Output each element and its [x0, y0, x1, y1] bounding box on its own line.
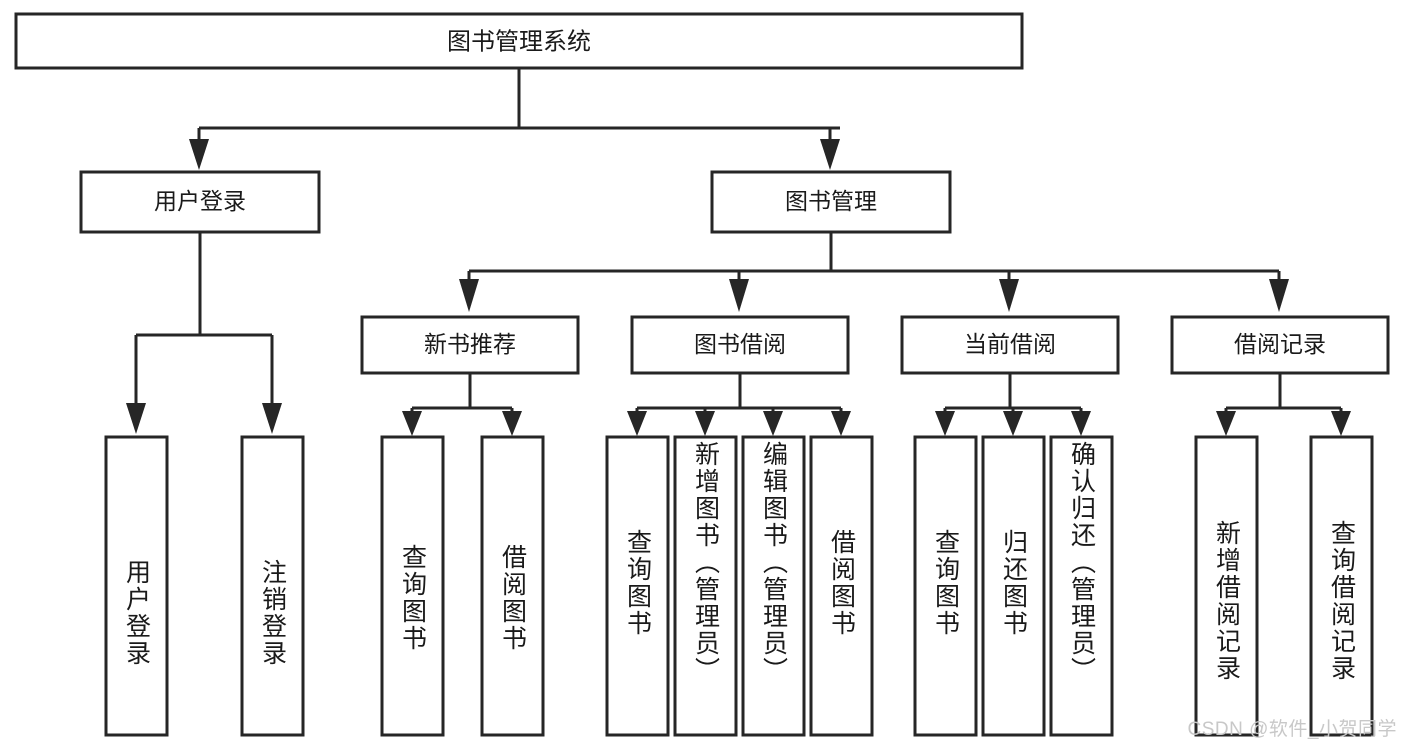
arrow-head-leaf-4: [502, 411, 522, 436]
leaf-box-1[interactable]: [104, 435, 169, 737]
leaf-box-3[interactable]: [380, 435, 445, 737]
node-box-current-borrow[interactable]: [900, 315, 1120, 375]
leaf-box-5[interactable]: [605, 435, 670, 737]
arrow-head-leaf-7: [763, 411, 783, 436]
node-box-book-borrow[interactable]: [630, 315, 850, 375]
node-box-book-manage[interactable]: [710, 170, 952, 234]
arrow-head-currentborrow: [999, 279, 1019, 312]
leaf-box-10[interactable]: [981, 435, 1046, 737]
node-label-book-borrow: 图书借阅: [694, 331, 786, 357]
node-box-new-book-rec[interactable]: [360, 315, 580, 375]
arrow-head-leaf-6: [695, 411, 715, 436]
arrow-head-leaf-1: [126, 403, 146, 434]
leaf-box-8[interactable]: [809, 435, 874, 737]
arrow-head-leaf-10: [1003, 411, 1023, 436]
arrow-head-leaf-12: [1216, 411, 1236, 436]
arrow-head-leaf-8: [831, 411, 851, 436]
arrow-head-bookborrow: [729, 279, 749, 312]
leaf-box-4[interactable]: [480, 435, 545, 737]
arrow-head-leaf-11: [1071, 411, 1091, 436]
arrow-head-bookmanage: [820, 139, 840, 170]
arrow-head-leaf-13: [1331, 411, 1351, 436]
leaf-box-11[interactable]: [1049, 435, 1114, 737]
node-box-borrow-record[interactable]: [1170, 315, 1390, 375]
leaf-box-6[interactable]: [673, 435, 738, 737]
leaf-box-12[interactable]: [1194, 435, 1259, 737]
node-label-user-login: 用户登录: [154, 188, 246, 214]
arrow-head-borrowrecord: [1269, 279, 1289, 312]
leaf-box-2[interactable]: [240, 435, 305, 737]
node-label-system: 图书管理系统: [447, 28, 591, 55]
node-label-new-book-rec: 新书推荐: [424, 331, 516, 357]
node-label-borrow-record: 借阅记录: [1234, 331, 1326, 357]
node-label-current-borrow: 当前借阅: [964, 331, 1056, 357]
arrow-head-leaf-3: [402, 411, 422, 436]
arrow-head-newbook: [459, 279, 479, 312]
leaf-box-9[interactable]: [913, 435, 978, 737]
leaf-box-7[interactable]: [741, 435, 806, 737]
watermark-text: CSDN @软件_小贺同学: [1187, 719, 1397, 740]
arrow-head-leaf-2: [262, 403, 282, 434]
node-label-book-manage: 图书管理: [785, 188, 877, 214]
leaf-box-13[interactable]: [1309, 435, 1374, 737]
arrow-head-leaf-9: [935, 411, 955, 436]
arrow-head-userlogin: [189, 139, 209, 170]
node-box-system[interactable]: [14, 12, 1024, 70]
arrow-head-leaf-5: [627, 411, 647, 436]
